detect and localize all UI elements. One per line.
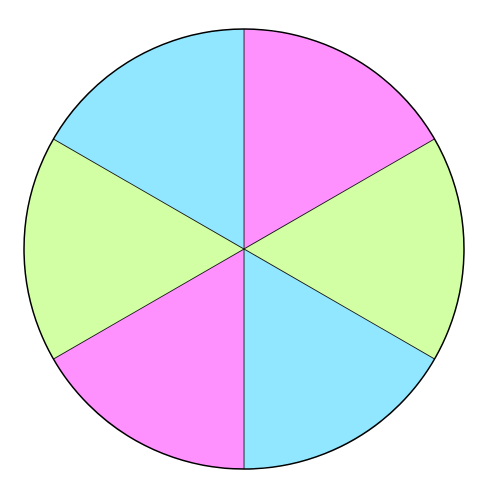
six-sector-wheel <box>23 28 465 470</box>
wheel-outline <box>23 28 465 470</box>
